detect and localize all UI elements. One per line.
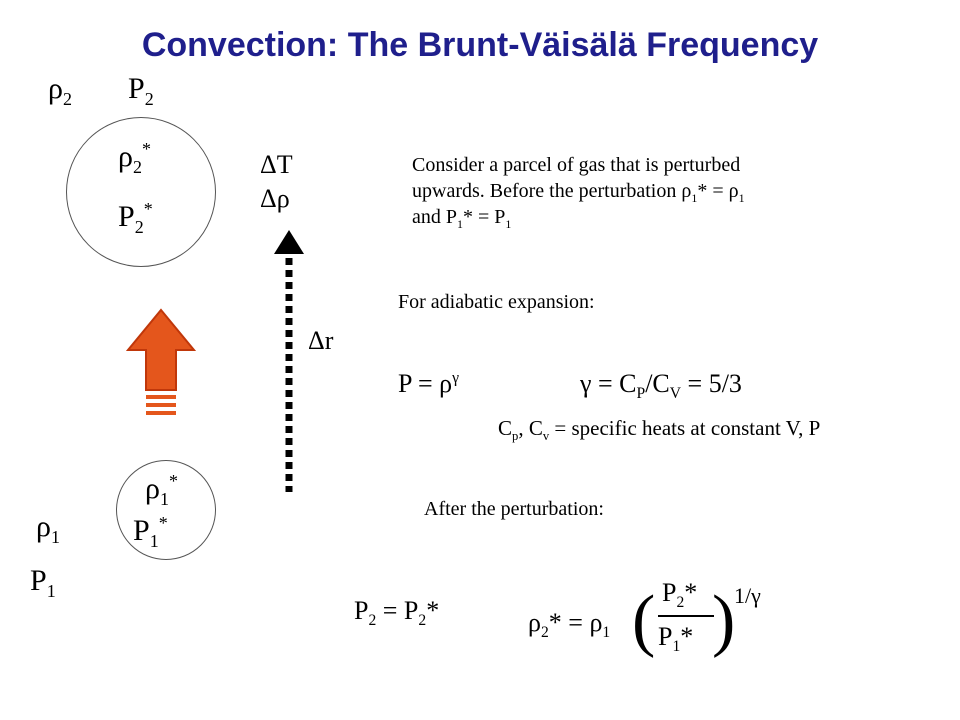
p1-ambient-label: P1	[30, 564, 56, 601]
fraction-bar	[658, 615, 714, 617]
dashed-up-arrow-icon	[274, 230, 304, 492]
p2-star-label: P2*	[118, 199, 153, 237]
fraction-denominator: P1*	[658, 622, 694, 656]
gamma-equation: γ = CP/CV = 5/3	[580, 369, 742, 403]
upper-parcel-circle	[66, 117, 216, 267]
rho1-ambient-label: ρ1	[36, 510, 60, 547]
delta-r-label: Δr	[308, 326, 334, 355]
density-equation-left: ρ2* = ρ1	[528, 608, 611, 642]
fraction-numerator: P2*	[662, 578, 698, 612]
specific-heats-note: Cp, Cv = specific heats at constant V, P	[498, 416, 821, 444]
block-up-arrow-icon	[126, 308, 196, 415]
rho2-star-label: ρ2*	[118, 139, 151, 177]
close-parenthesis: )	[712, 582, 736, 659]
after-heading: After the perturbation:	[424, 498, 604, 520]
p1-star-label: P1*	[133, 513, 168, 551]
consider-paragraph: Consider a parcel of gas that is perturb…	[412, 154, 745, 231]
lower-parcel-circle	[116, 460, 216, 560]
exponent-label: 1/γ	[734, 583, 761, 608]
pressure-density-equation: P = ργ	[398, 369, 460, 398]
adiabatic-heading: For adiabatic expansion:	[398, 291, 595, 313]
rho2-ambient-label: ρ2	[48, 72, 72, 109]
page-title: Convection: The Brunt-Väisälä Frequency	[141, 26, 819, 64]
delta-t-label: ΔT	[260, 150, 293, 179]
delta-rho-label: Δρ	[260, 184, 290, 213]
pressure-balance-equation: P2 = P2*	[354, 596, 440, 630]
open-parenthesis: (	[632, 582, 656, 659]
p2-ambient-label: P2	[128, 72, 154, 109]
rho1-star-label: ρ1*	[145, 471, 178, 509]
